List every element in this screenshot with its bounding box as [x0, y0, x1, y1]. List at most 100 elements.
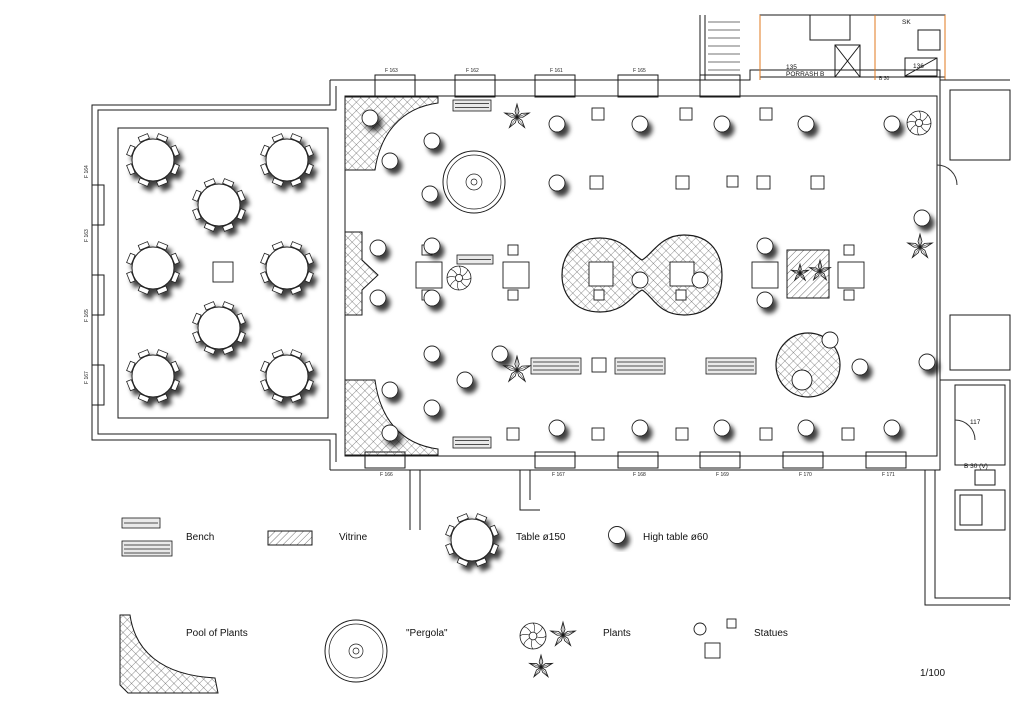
pillar-tag: F 165 — [633, 68, 646, 74]
pillar-tag: F 161 — [550, 68, 563, 74]
table-150 — [126, 133, 180, 187]
plant — [446, 265, 472, 291]
statue — [591, 427, 605, 441]
table-150 — [126, 349, 180, 403]
legend-statues-icon — [693, 618, 737, 659]
statue — [502, 261, 530, 289]
high-table — [423, 132, 441, 150]
high-table — [713, 419, 731, 437]
statue — [591, 107, 605, 121]
bench — [705, 357, 757, 375]
table-150 — [126, 241, 180, 295]
high-table — [548, 419, 566, 437]
legend-table-icon — [445, 513, 499, 567]
high-table — [423, 399, 441, 417]
legend-pergola-label: "Pergola" — [406, 628, 448, 639]
legend-vitrine-label: Vitrine — [339, 532, 368, 543]
statue — [589, 175, 604, 190]
statue — [843, 289, 855, 301]
statue — [675, 289, 687, 301]
bench — [456, 254, 494, 265]
legend-pergola-icon — [324, 619, 388, 683]
high-table — [548, 174, 566, 192]
pillar-tag: F 168 — [633, 472, 646, 478]
statue — [841, 427, 855, 441]
high-table — [381, 381, 399, 399]
legend-statues-label: Statues — [754, 628, 788, 639]
pillar-tag: F 170 — [799, 472, 812, 478]
bench — [452, 436, 492, 449]
benches — [452, 99, 757, 449]
room-b30v: B 30 (V) — [964, 463, 988, 470]
legend-pool-label: Pool of Plants — [186, 628, 248, 639]
high-table — [913, 209, 931, 227]
statue — [675, 175, 690, 190]
scale-label: 1/100 — [920, 668, 945, 679]
pillar-tag: F 166 — [380, 472, 393, 478]
statue — [593, 289, 605, 301]
room-porrash: PORRASH B — [786, 71, 824, 78]
statue — [756, 175, 771, 190]
plant — [519, 622, 547, 650]
high-table — [361, 109, 379, 127]
pillar-tag: F 162 — [466, 68, 479, 74]
plant — [906, 110, 932, 136]
table-150 — [260, 349, 314, 403]
table-150 — [445, 513, 499, 567]
legend-bench-icon — [121, 517, 173, 557]
big-tables — [126, 133, 314, 403]
statue — [679, 107, 693, 121]
table-150 — [260, 133, 314, 187]
statue — [810, 175, 825, 190]
statue — [591, 357, 607, 373]
legend: Bench Vitrine Table ø150 High table ø60 … — [119, 513, 945, 694]
pillar-tag: F 164 — [84, 165, 90, 178]
room-number-135: 135 — [786, 64, 797, 71]
plant — [808, 258, 832, 282]
plant — [503, 102, 531, 129]
high-table — [381, 424, 399, 442]
statue — [691, 271, 709, 289]
legend-bench-label: Bench — [186, 532, 214, 543]
high-table — [883, 115, 901, 133]
high-tables — [361, 109, 936, 442]
pillar-tag: F 167 — [84, 371, 90, 384]
pool-of-plants-midleft — [344, 231, 379, 316]
statue — [212, 261, 234, 283]
high-table — [851, 358, 869, 376]
room-sk: SK — [902, 19, 911, 26]
room-b30: B 30 — [879, 76, 890, 82]
high-table — [756, 291, 774, 309]
high-table — [797, 115, 815, 133]
high-table — [423, 237, 441, 255]
statue — [506, 427, 520, 441]
high-table — [421, 185, 439, 203]
pillar-tag: F 167 — [552, 472, 565, 478]
statue — [631, 271, 649, 289]
legend-table-label: Table ø150 — [516, 532, 566, 543]
high-table — [797, 419, 815, 437]
plants — [446, 102, 934, 383]
pillar-tag: F 171 — [882, 472, 895, 478]
table-150 — [192, 178, 246, 232]
plant — [789, 262, 811, 282]
bench — [530, 357, 582, 375]
pergola — [442, 150, 506, 214]
high-table — [491, 345, 509, 363]
legend-pool-icon — [119, 614, 219, 694]
table-150 — [260, 241, 314, 295]
pillar-tag: F 169 — [716, 472, 729, 478]
statue — [821, 331, 839, 349]
high-table — [369, 289, 387, 307]
legend-plants-icon — [519, 620, 577, 678]
high-table — [713, 115, 731, 133]
statue — [507, 289, 519, 301]
high-table — [369, 239, 387, 257]
statue — [791, 369, 813, 391]
statue — [588, 261, 614, 287]
high-table — [918, 353, 936, 371]
statues — [212, 107, 865, 441]
legend-hightable-icon — [608, 526, 626, 544]
plant — [528, 653, 554, 678]
